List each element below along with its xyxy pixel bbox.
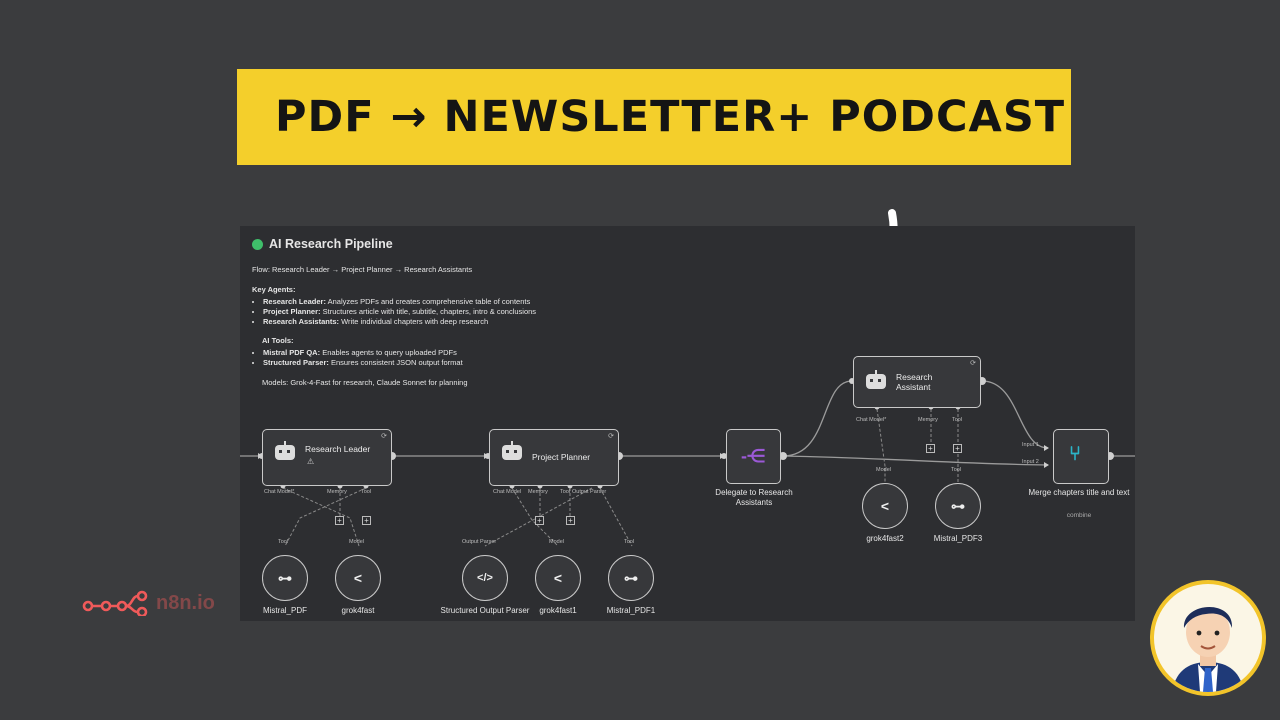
banner-title: PDF → NEWSLETTER+ PODCAST [275, 92, 1066, 142]
node-project-planner[interactable]: ⟳ Project Planner [489, 429, 619, 486]
port-label: Model [349, 539, 364, 545]
subnode-structured-output-parser[interactable]: </> [462, 555, 508, 601]
n8n-logo-icon [82, 590, 148, 616]
connection-wires [240, 377, 1135, 547]
sticky-note[interactable]: AI Research Pipeline Flow: Research Lead… [252, 236, 536, 393]
add-memory-button[interactable]: + [535, 516, 544, 525]
add-memory-button[interactable]: + [926, 444, 935, 453]
port-label: Tool [560, 489, 571, 495]
node-label: Merge chapters title and text [1028, 488, 1130, 497]
add-tool-button[interactable]: + [566, 516, 575, 525]
port-label: Memory [918, 417, 938, 423]
port-label: Model [876, 467, 891, 473]
node-research-leader[interactable]: ⟳ Research Leader ⚠ [262, 429, 392, 486]
port-label: Tool [624, 539, 635, 545]
subnode-label: Mistral_PDF [262, 606, 307, 615]
workflow-canvas[interactable]: AI Research Pipeline Flow: Research Lead… [240, 226, 1135, 621]
n8n-logo: n8n.io [82, 590, 215, 616]
node-delegate[interactable]: -⋲ [726, 429, 781, 484]
network-icon: ⊶ [951, 497, 965, 514]
subnode-mistral-pdf[interactable]: ⊶ [262, 555, 308, 601]
presenter-avatar [1150, 580, 1266, 696]
port-label: Tool [278, 539, 289, 545]
code-icon: </> [477, 572, 493, 584]
input-label: Input 1 [1022, 442, 1039, 448]
key-agents-heading: Key Agents: [252, 285, 296, 294]
n8n-wordmark: n8n.io [156, 591, 215, 614]
subnode-mistral-pdf3[interactable]: ⊶ [935, 483, 981, 529]
port-label: Model [549, 539, 564, 545]
subnode-label: grok4fast1 [539, 606, 577, 615]
port-label: Output Parser [462, 539, 497, 545]
status-dot-icon [252, 238, 263, 250]
port-label: Memory [327, 489, 347, 495]
warning-icon: ⚠ [307, 457, 315, 466]
network-icon: ⊶ [278, 569, 292, 586]
title-banner: PDF → NEWSLETTER+ PODCAST [237, 69, 1071, 165]
note-title: AI Research Pipeline [269, 237, 393, 251]
tool-item: Mistral PDF QA: Enables agents to query … [263, 348, 536, 358]
split-icon: -⋲ [741, 446, 765, 466]
refresh-icon[interactable]: ⟳ [381, 433, 387, 440]
subnode-label: grok4fast [341, 606, 375, 615]
refresh-icon[interactable]: ⟳ [608, 433, 614, 440]
node-label: Research Leader [305, 444, 371, 454]
agent-item: Project Planner: Structures article with… [263, 307, 536, 317]
subnode-label: Mistral_PDF3 [933, 534, 983, 543]
agent-item: Research Assistants: Write individual ch… [263, 317, 536, 327]
network-icon: ⊶ [624, 569, 638, 586]
subnode-label: Structured Output Parser [440, 606, 530, 615]
robot-icon [866, 370, 886, 389]
robot-icon [275, 441, 295, 460]
note-flow: Flow: Research Leader → Project Planner … [252, 264, 473, 274]
tool-item: Structured Parser: Ensures consistent JS… [263, 358, 536, 368]
node-label: Delegate to Research Assistants [715, 488, 793, 507]
port-label: Chat Model [493, 489, 522, 495]
port-label: Tool [361, 489, 372, 495]
add-memory-button[interactable]: + [335, 516, 344, 525]
merge-icon: ⑂ [1069, 443, 1081, 465]
port-label: Tool [951, 467, 962, 473]
add-tool-button[interactable]: + [953, 444, 962, 453]
node-merge[interactable]: ⑂ [1053, 429, 1109, 484]
grok-icon: < [353, 570, 363, 586]
subnode-grok4fast[interactable]: < [335, 555, 381, 601]
grok-icon: < [553, 570, 563, 586]
port-label: Tool [952, 417, 963, 423]
ai-tools-heading: AI Tools: [262, 335, 294, 345]
port-label: Chat Model* [856, 417, 887, 423]
node-label: Project Planner [532, 452, 591, 462]
subnode-grok4fast1[interactable]: < [535, 555, 581, 601]
avatar-illustration-icon [1172, 606, 1244, 692]
agent-item: Research Leader: Analyzes PDFs and creat… [263, 297, 536, 307]
subnode-label: grok4fast2 [866, 534, 904, 543]
subnode-grok4fast2[interactable]: < [862, 483, 908, 529]
node-subtitle: combine [1066, 512, 1092, 519]
input-label: Input 2 [1022, 459, 1039, 465]
grok-icon: < [880, 498, 890, 514]
subnode-label: Mistral_PDF1 [606, 606, 656, 615]
port-label: Output Parser [572, 489, 607, 495]
note-models: Models: Grok-4-Fast for research, Claude… [262, 377, 468, 387]
refresh-icon[interactable]: ⟳ [970, 360, 976, 367]
port-label: Chat Model* [264, 489, 295, 495]
port-label: Memory [528, 489, 548, 495]
robot-icon [502, 441, 522, 460]
add-tool-button[interactable]: + [362, 516, 371, 525]
subnode-mistral-pdf1[interactable]: ⊶ [608, 555, 654, 601]
